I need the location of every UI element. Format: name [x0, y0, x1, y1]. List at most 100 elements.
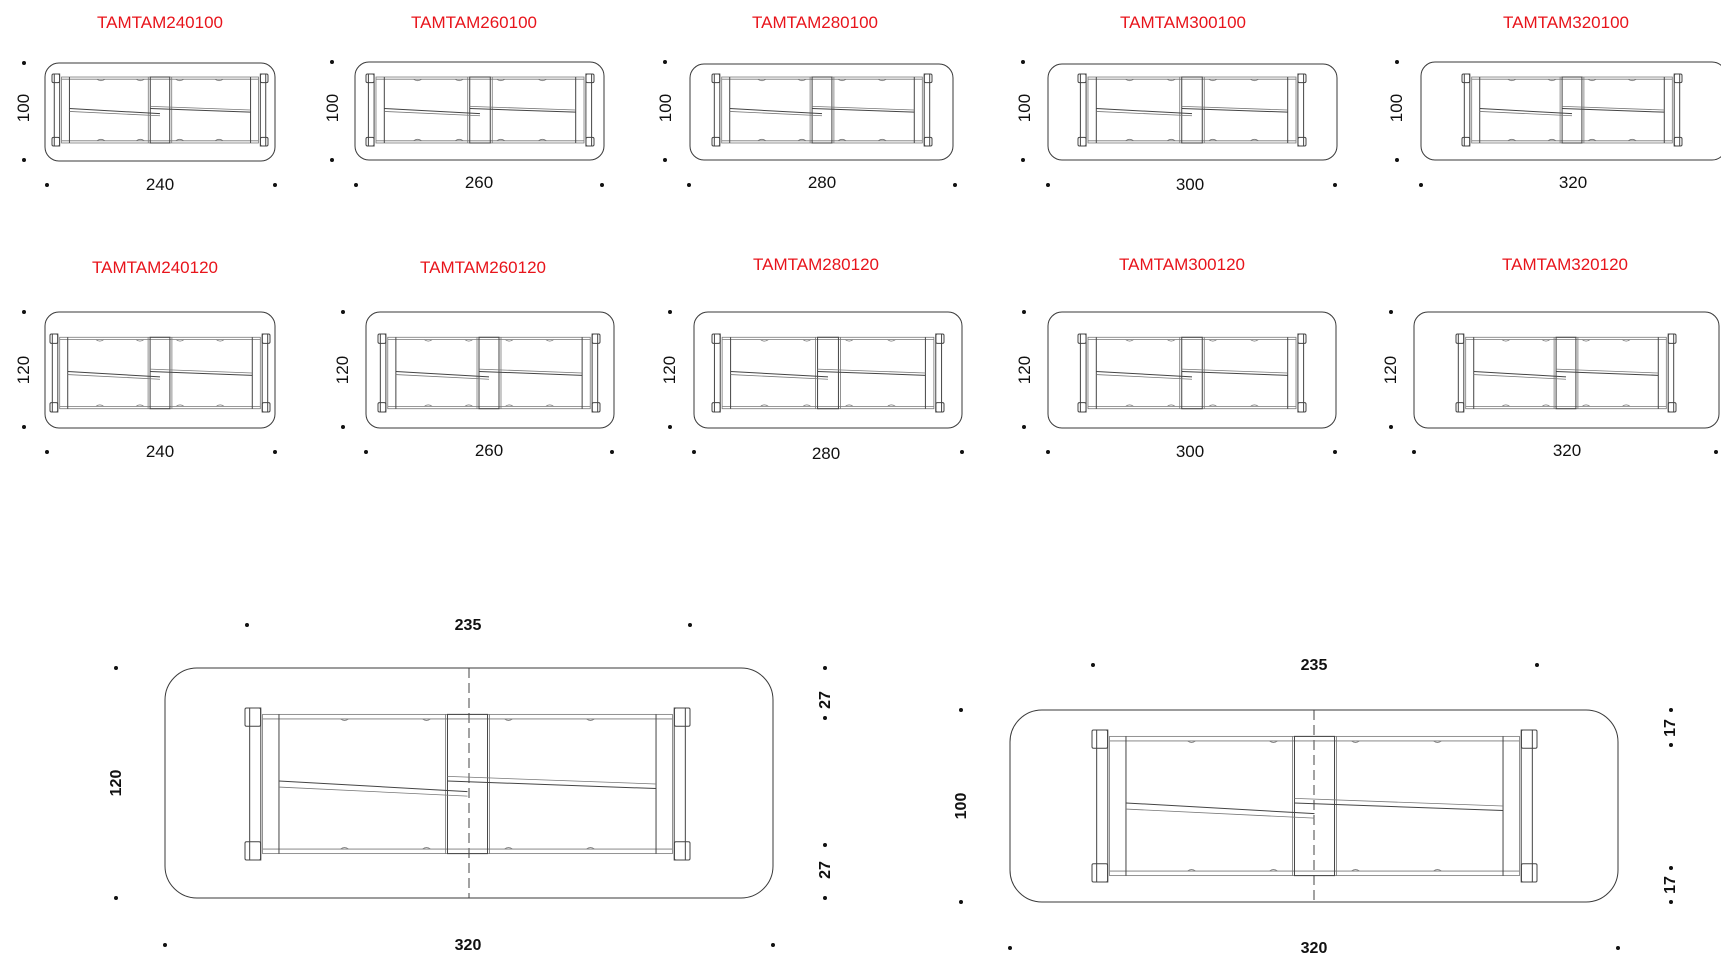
tabletop-outline — [693, 311, 963, 429]
end-frame — [1457, 333, 1465, 413]
stretcher — [69, 108, 161, 115]
center-support — [811, 76, 833, 144]
end-frame — [261, 333, 269, 413]
rail-notch — [1541, 339, 1551, 342]
rail-notch — [136, 138, 145, 142]
rail-notch — [1433, 869, 1442, 872]
rail-notch — [1627, 138, 1637, 142]
leg-foot — [244, 841, 262, 861]
end-frame — [51, 333, 59, 413]
dimension-marker — [668, 425, 672, 429]
end-frame — [379, 333, 387, 413]
end-frame — [1297, 333, 1305, 413]
stretcher — [478, 370, 583, 376]
rail-notch — [1166, 339, 1176, 342]
dimension-marker — [273, 450, 277, 454]
end-frame — [713, 73, 721, 147]
depth-dimension: 100 — [1015, 94, 1034, 122]
end-frame — [591, 333, 599, 413]
leg-foot — [1297, 402, 1307, 413]
rail-notch — [175, 404, 185, 407]
rail-notch — [887, 404, 896, 407]
center-support — [149, 336, 171, 410]
stretcher — [817, 368, 926, 374]
dimension-marker — [1091, 663, 1095, 667]
overhang-dimension: 17 — [1662, 719, 1679, 737]
rail-notch — [1269, 869, 1278, 872]
rail-notch — [454, 138, 464, 142]
dimension-marker — [114, 666, 118, 670]
rail-notch — [1627, 78, 1637, 82]
depth-dimension: 100 — [953, 793, 970, 820]
dimension-marker — [1389, 425, 1393, 429]
stretcher — [729, 108, 823, 115]
table-frame — [377, 333, 601, 413]
stretcher — [384, 108, 481, 115]
leg-foot — [1077, 402, 1087, 413]
width-dimension: 320 — [1559, 173, 1587, 192]
product-code: TAMTAM240120 — [92, 258, 218, 277]
rail-notch — [757, 78, 767, 82]
rail-notch — [1187, 869, 1196, 872]
stretcher — [67, 374, 161, 380]
leg-foot — [1077, 73, 1087, 84]
leg-foot — [51, 73, 61, 84]
leg-foot — [1520, 729, 1538, 749]
detail-view-320x100: 235 100 17 17 320 — [953, 657, 1679, 957]
end-frame — [1520, 729, 1533, 883]
leg-foot — [1520, 863, 1538, 883]
stretcher — [1125, 802, 1315, 815]
leg-foot — [711, 402, 721, 413]
dimension-marker — [1395, 158, 1399, 162]
rail-notch — [1250, 404, 1259, 407]
end-frame — [935, 333, 943, 413]
leg-foot — [1667, 333, 1677, 344]
end-frame — [1096, 729, 1109, 883]
depth-dimension: 100 — [1387, 94, 1406, 122]
rail-notch — [454, 78, 464, 82]
rail-notch — [844, 339, 854, 342]
depth-dimension: 100 — [656, 94, 675, 122]
leg-foot — [259, 136, 269, 147]
product-code: TAMTAM260120 — [420, 258, 546, 277]
leg-foot — [923, 73, 933, 84]
table-variant-320x100: TAMTAM320100 100 320 — [1387, 13, 1721, 192]
dimension-marker — [330, 60, 334, 64]
tabletop-outline — [44, 62, 276, 162]
depth-dimension: 120 — [1381, 356, 1400, 384]
dimension-marker — [1669, 743, 1673, 747]
dimension-marker — [953, 183, 957, 187]
width-dimension: 260 — [465, 173, 493, 192]
leg-foot — [673, 707, 691, 727]
table-variant-260x120: TAMTAM260120 120 260 — [333, 258, 615, 460]
depth-dimension: 120 — [14, 356, 33, 384]
dimension-marker — [823, 716, 827, 720]
dimension-marker — [22, 158, 26, 162]
width-dimension: 260 — [475, 441, 503, 460]
product-code: TAMTAM280100 — [752, 13, 878, 32]
dimension-marker — [1714, 450, 1718, 454]
leg-span-dimension: 235 — [1301, 657, 1328, 674]
rail-notch — [504, 847, 513, 850]
dimension-marker — [610, 450, 614, 454]
rail-notch — [1351, 740, 1360, 743]
rail-notch — [1351, 869, 1360, 872]
leg-foot — [261, 402, 271, 413]
stretcher — [817, 370, 926, 376]
leg-foot — [1297, 333, 1307, 344]
rail-notch — [757, 138, 767, 142]
overhang-dimension: 27 — [817, 691, 834, 709]
rail-notch — [1125, 339, 1134, 342]
dimension-marker — [341, 425, 345, 429]
stretcher — [67, 370, 161, 378]
dimension-marker — [959, 900, 963, 904]
table-frame — [1077, 333, 1307, 413]
end-frame — [1079, 333, 1087, 413]
leg-foot — [585, 73, 595, 84]
leg-foot — [1077, 136, 1087, 147]
rail-notch — [1581, 404, 1591, 407]
rail-notch — [175, 78, 184, 82]
dimension-marker — [692, 450, 696, 454]
leg-foot — [1077, 333, 1087, 344]
dimension-marker — [1333, 183, 1337, 187]
